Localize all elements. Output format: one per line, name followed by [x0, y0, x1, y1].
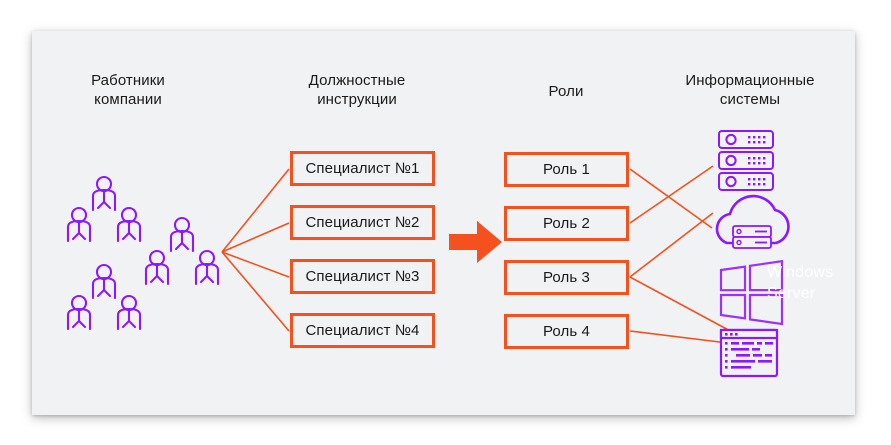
column-title-systems: Информационные системы [660, 71, 840, 109]
role-box-1[interactable]: Роль 1 [504, 152, 629, 187]
specialist-box-4[interactable]: Специалист №4 [290, 313, 435, 348]
specialist-box-3[interactable]: Специалист №3 [290, 259, 435, 294]
role-label-1: Роль 1 [542, 161, 591, 178]
specialist-box-2[interactable]: Специалист №2 [290, 205, 435, 240]
column-title-roles: Роли [505, 82, 627, 101]
role-label-4: Роль 4 [542, 323, 591, 340]
column-title-employees: Работники компании [58, 71, 198, 109]
column-title-job-descriptions: Должностные инструкции [277, 71, 437, 109]
role-box-2[interactable]: Роль 2 [504, 206, 629, 241]
role-label-2: Роль 2 [542, 215, 591, 232]
column-title-systems-line2: системы [719, 91, 781, 108]
role-box-4[interactable]: Роль 4 [504, 314, 629, 349]
column-title-job-descriptions-line1: Должностные [308, 72, 406, 89]
specialist-box-1[interactable]: Специалист №1 [290, 151, 435, 186]
role-box-3[interactable]: Роль 3 [504, 260, 629, 295]
role-label-3: Роль 3 [542, 269, 591, 286]
column-title-employees-line1: Работники [91, 72, 165, 89]
windows-server-label-line1: Windows [767, 264, 834, 281]
column-title-job-descriptions-line2: инструкции [317, 91, 397, 108]
column-title-systems-line1: Информационные [685, 72, 815, 89]
specialist-label-4: Специалист №4 [305, 322, 420, 339]
column-title-employees-line2: компании [94, 91, 162, 108]
column-title-roles-line1: Роли [548, 83, 584, 100]
windows-server-label-line2: Server [767, 285, 816, 302]
specialist-label-2: Специалист №2 [305, 214, 420, 231]
specialist-label-1: Специалист №1 [305, 160, 420, 177]
specialist-label-3: Специалист №3 [305, 268, 420, 285]
windows-server-label: Windows Server [767, 262, 867, 304]
